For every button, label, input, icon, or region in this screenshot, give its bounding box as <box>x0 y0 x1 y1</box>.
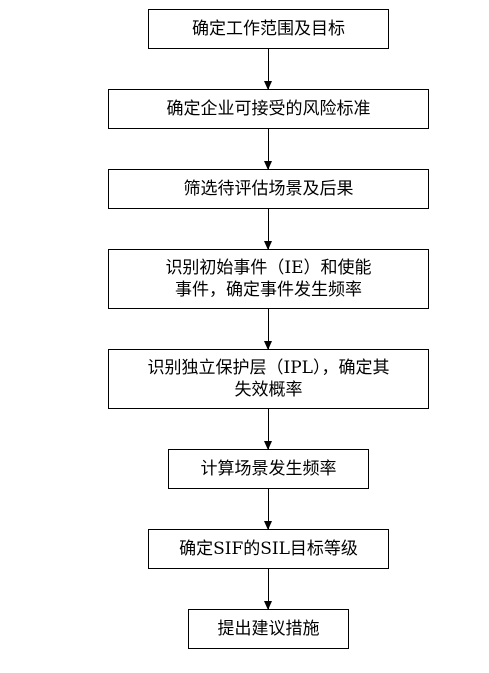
step-5-ipl-box: 识别独立保护层（IPL），确定其 失效概率 <box>108 349 429 409</box>
step-1-define-scope-box: 确定工作范围及目标 <box>148 9 389 49</box>
step-8-recommendations-box: 提出建议措施 <box>188 609 349 649</box>
step-6-label: 计算场景发生频率 <box>200 459 337 479</box>
step-7-sil-target-box: 确定SIF的SIL目标等级 <box>148 529 389 569</box>
step-4-label-line-1: 识别初始事件（IE）和使能 <box>165 258 372 278</box>
step-4-initiating-events-box: 识别初始事件（IE）和使能 事件，确定事件发生频率 <box>108 249 429 309</box>
arrow-7-to-8 <box>264 569 272 610</box>
step-7-label: 确定SIF的SIL目标等级 <box>179 539 358 559</box>
step-8-label: 提出建议措施 <box>217 619 320 639</box>
arrow-6-to-7 <box>264 489 272 530</box>
step-4-label-line-2: 事件，确定事件发生频率 <box>175 280 362 300</box>
arrow-3-to-4 <box>264 209 272 250</box>
step-3-screen-scenarios-box: 筛选待评估场景及后果 <box>108 169 429 209</box>
step-2-risk-criteria-box: 确定企业可接受的风险标准 <box>108 89 429 129</box>
arrow-1-to-2 <box>264 49 272 90</box>
step-3-label: 筛选待评估场景及后果 <box>183 179 354 199</box>
step-2-label: 确定企业可接受的风险标准 <box>166 99 371 119</box>
arrow-4-to-5 <box>264 309 272 350</box>
step-5-label-line-2: 失效概率 <box>234 380 303 400</box>
step-5-label-line-1: 识别独立保护层（IPL），确定其 <box>147 358 390 378</box>
step-1-label: 确定工作范围及目标 <box>192 19 345 39</box>
arrow-2-to-3 <box>264 129 272 170</box>
arrow-5-to-6 <box>264 409 272 450</box>
step-6-scenario-frequency-box: 计算场景发生频率 <box>168 449 369 489</box>
